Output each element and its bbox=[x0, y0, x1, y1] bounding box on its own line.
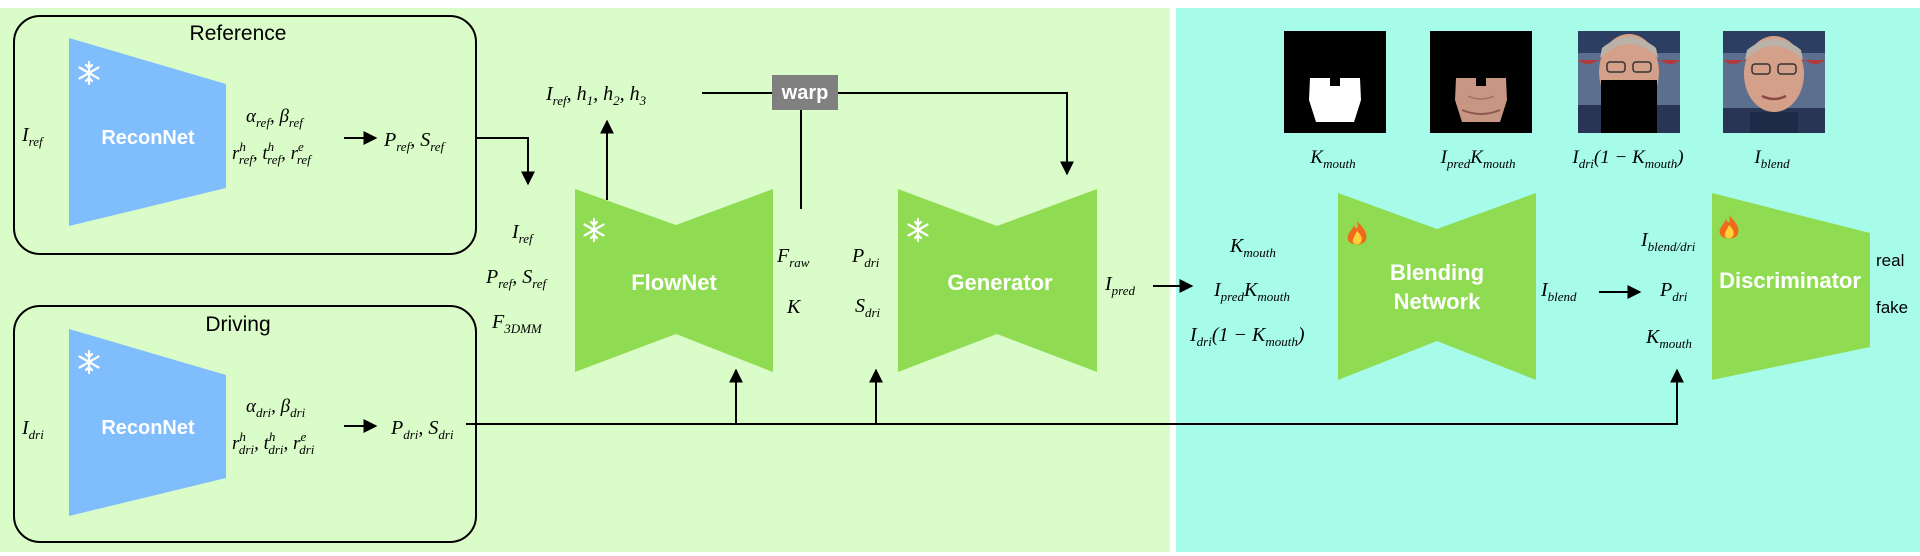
reference-box bbox=[13, 15, 477, 255]
reference-input: Iref bbox=[21, 124, 45, 149]
driving-output: Pdri, Sdri bbox=[390, 417, 454, 442]
generator-output: Ipred bbox=[1104, 273, 1136, 298]
blending-network-label-line2: Network bbox=[1394, 289, 1482, 314]
flownet-block bbox=[575, 189, 773, 372]
reference-reconnet-label: ReconNet bbox=[101, 127, 195, 149]
thumbnail-face-with-hole bbox=[1578, 31, 1680, 133]
thumb-caption-kmouth: Kmouth bbox=[1309, 147, 1355, 171]
arrow-dri-to-discriminator bbox=[466, 368, 1684, 425]
thumb-caption-iblend: Iblend bbox=[1753, 147, 1790, 171]
blending-input-idri-hole: Idri(1 − Kmouth) bbox=[1189, 324, 1305, 349]
generator-block bbox=[898, 189, 1097, 372]
flownet-output-k: K bbox=[786, 296, 802, 318]
discriminator-label: Discriminator bbox=[1719, 268, 1861, 293]
flownet-input-iref: Iref bbox=[511, 221, 535, 246]
warp-box bbox=[772, 75, 838, 110]
flownet-features: Iref, h1, h2, h3 bbox=[545, 83, 647, 108]
driving-title: Driving bbox=[205, 313, 270, 336]
discriminator-output-real: real bbox=[1876, 251, 1904, 270]
discriminator-input-iblend-dri: Iblend/dri bbox=[1640, 229, 1696, 254]
discriminator-input-kmouth: Kmouth bbox=[1645, 326, 1692, 351]
driving-reconnet-label: ReconNet bbox=[101, 417, 195, 439]
blending-network-label-line1: Blending bbox=[1390, 260, 1484, 285]
driving-input: Idri bbox=[21, 417, 44, 442]
flownet-label: FlowNet bbox=[631, 270, 717, 295]
arrow-ref-to-flownet bbox=[476, 137, 535, 186]
driving-params-line1: αdri, βdri bbox=[246, 396, 306, 420]
warp-label: warp bbox=[781, 82, 829, 104]
flownet-output-fraw: Fraw bbox=[776, 245, 810, 270]
blending-output: Iblend bbox=[1540, 279, 1577, 304]
reference-params-line1: αref, βref bbox=[246, 106, 305, 130]
generator-label: Generator bbox=[947, 270, 1053, 295]
reference-reconnet bbox=[69, 38, 226, 226]
thumb-caption-idri-hole: Idri(1 − Kmouth) bbox=[1571, 147, 1683, 171]
discriminator-block bbox=[1712, 193, 1870, 380]
reference-output: Pref, Sref bbox=[383, 129, 447, 154]
thumbnail-masked-face bbox=[1430, 31, 1532, 133]
driving-reconnet bbox=[69, 329, 226, 516]
discriminator-output-fake: fake bbox=[1876, 298, 1908, 317]
thumb-caption-ipred-kmouth: IpredKmouth bbox=[1440, 147, 1516, 171]
flownet-input-f3dmm: F3DMM bbox=[491, 311, 543, 336]
reference-title: Reference bbox=[190, 22, 287, 45]
blending-network-block bbox=[1338, 193, 1536, 380]
thumbnail-mouth-mask bbox=[1284, 31, 1386, 133]
blending-input-kmouth: Kmouth bbox=[1229, 235, 1276, 260]
flownet-input-pref-sref: Pref, Sref bbox=[485, 266, 549, 291]
generator-input-sdri: Sdri bbox=[855, 295, 881, 320]
thumbnail-blended-face bbox=[1723, 31, 1825, 133]
discriminator-input-pdri: Pdri bbox=[1659, 279, 1688, 304]
generator-input-pdri: Pdri bbox=[851, 245, 880, 270]
arrow-warp-to-generator bbox=[838, 92, 1074, 176]
blending-input-ipred-kmouth: IpredKmouth bbox=[1213, 279, 1290, 304]
